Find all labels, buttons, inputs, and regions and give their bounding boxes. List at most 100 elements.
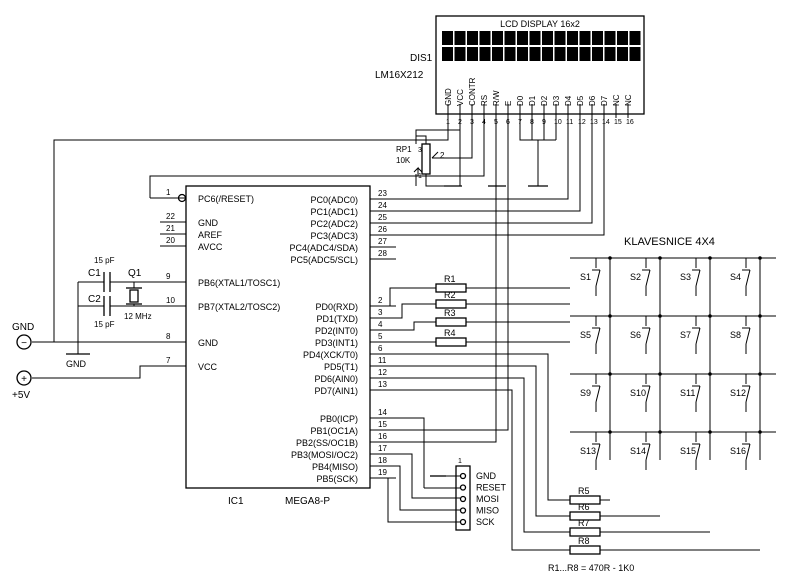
- switch-label: S10: [630, 388, 646, 398]
- lcd-cell: [579, 31, 591, 45]
- mcu-right-pin-number: 13: [378, 380, 387, 389]
- lcd-cell: [454, 47, 466, 61]
- keypad-switch[interactable]: S15: [680, 430, 712, 470]
- junction-dot: [608, 256, 612, 260]
- mcu-right-pin-name: PC5(ADC5/SCL): [290, 255, 358, 265]
- lcd-cell: [592, 31, 603, 45]
- pot-pin-2: 2: [440, 151, 445, 160]
- gnd-terminal[interactable]: [16, 334, 32, 350]
- mcu-right-pin-name: PB4(MISO): [312, 462, 358, 472]
- pot-ref: RP1: [396, 145, 412, 154]
- switch-contact: [642, 432, 651, 470]
- junction-dot: [758, 256, 762, 260]
- mcu-right-pin-name: PD7(AIN1): [314, 386, 358, 396]
- lcd-cell: [517, 31, 528, 45]
- lcd-cell: [542, 47, 553, 61]
- wire-pc2-d6: [370, 114, 593, 224]
- mcu-right-pin-number: 4: [378, 320, 383, 329]
- lcd-pin-name: GND: [444, 88, 453, 106]
- keypad-switch[interactable]: S4: [730, 256, 762, 296]
- isp-pin-socket[interactable]: [459, 518, 467, 526]
- c2-value: 15 pF: [94, 320, 115, 329]
- lcd-pin-name: D7: [600, 95, 609, 106]
- mcu-left-pin-number: 10: [166, 296, 175, 305]
- keypad-switch[interactable]: S16: [730, 430, 762, 470]
- keypad-switch[interactable]: S11: [680, 372, 712, 412]
- keypad-switch[interactable]: S7: [680, 314, 712, 354]
- mcu-right-pin-number: 11: [378, 356, 387, 365]
- mcu-right-pin-number: 6: [378, 344, 383, 353]
- wire-pd4: [370, 353, 570, 501]
- resistor-label: R3: [444, 308, 456, 318]
- keypad-switch[interactable]: S14: [630, 430, 662, 470]
- lcd-display: LCD DISPLAY 16x2 GND1VCC2CONTR3RS4R/W5E6…: [375, 15, 645, 126]
- switch-label: S2: [630, 272, 641, 282]
- keypad-switch[interactable]: S13: [580, 430, 612, 470]
- isp-pin-socket[interactable]: [459, 495, 467, 503]
- switch-contact: [742, 258, 751, 296]
- crystal-freq: 12 MHz: [124, 312, 152, 321]
- mcu-left-pin-number: 21: [166, 224, 175, 233]
- keypad-switch[interactable]: S12: [730, 372, 762, 412]
- wire-pc0-d4: [370, 114, 569, 200]
- mcu-right-pin-name: PD3(INT1): [315, 338, 358, 348]
- mcu-right-pin-number: 12: [378, 368, 387, 377]
- lcd-cell: [579, 47, 591, 61]
- keypad-switch[interactable]: S8: [730, 314, 762, 354]
- isp-pin-socket[interactable]: [459, 484, 467, 491]
- mcu-left-pin-number: 22: [166, 212, 175, 221]
- isp-pin-socket[interactable]: [459, 472, 467, 480]
- mcu-right-pin-name: PB1(OC1A): [310, 426, 358, 436]
- lcd-pin-name: D2: [540, 95, 549, 106]
- vcc-terminal[interactable]: [16, 370, 32, 386]
- lcd-pin-name: RS: [480, 95, 489, 106]
- lcd-cell: [567, 31, 578, 45]
- keypad-switch[interactable]: S6: [630, 314, 662, 354]
- mcu-right-pin-number: 28: [378, 249, 387, 258]
- resistor-body: [435, 299, 467, 309]
- lcd-pin-name: NC: [624, 94, 633, 106]
- resistor-label: R6: [578, 502, 590, 512]
- mcu-left-pin-number: 7: [166, 356, 171, 365]
- keypad-switch[interactable]: S3: [680, 256, 712, 296]
- isp-pin-socket[interactable]: [459, 507, 467, 514]
- switch-label: S3: [680, 272, 691, 282]
- mcu-right-pin-name: PB5(SCK): [316, 474, 358, 484]
- wire-gnd-bus: [32, 114, 449, 343]
- mcu-right-pin-name: PC4(ADC4/SDA): [289, 243, 358, 253]
- wire-pd5: [370, 365, 570, 517]
- lcd-cell: [479, 47, 491, 61]
- junction-dot: [658, 372, 662, 376]
- lcd-pin-name: D1: [528, 95, 537, 106]
- mcu-left-pin-number: 8: [166, 332, 171, 341]
- lcd-cell: [604, 31, 616, 45]
- keypad-title: KLAVESNICE 4X4: [624, 236, 715, 248]
- gnd-symbol-label: GND: [66, 359, 87, 369]
- keypad-switch[interactable]: S9: [580, 372, 612, 412]
- resistor-label: R7: [578, 518, 590, 528]
- lcd-pin-number: 11: [566, 119, 573, 126]
- junction-dot: [658, 314, 662, 318]
- keypad-switch[interactable]: S5: [580, 314, 612, 354]
- mcu-right-pin-number: 2: [378, 296, 383, 305]
- mcu-right-pin-name: PD2(INT0): [315, 326, 358, 336]
- vcc-terminal-sign: +: [21, 374, 27, 385]
- lcd-cell: [467, 47, 478, 61]
- mcu-right-pin-name: PC2(ADC2): [310, 219, 358, 229]
- keypad-switch[interactable]: S1: [580, 256, 612, 296]
- mcu-left-pin-name: VCC: [198, 362, 218, 372]
- mcu-right-pin-name: PD1(TXD): [316, 314, 358, 324]
- crystal-ref: Q1: [128, 268, 142, 279]
- switch-contact: [592, 258, 601, 296]
- junction-dot: [708, 256, 712, 260]
- keypad-switch[interactable]: S10: [630, 372, 662, 412]
- mcu-left-pin-name: AREF: [198, 230, 223, 240]
- keypad-switch[interactable]: S2: [630, 256, 662, 296]
- resistor-note: R1...R8 = 470R - 1K0: [548, 563, 634, 573]
- junction-dot: [608, 372, 612, 376]
- lcd-cell: [604, 47, 616, 61]
